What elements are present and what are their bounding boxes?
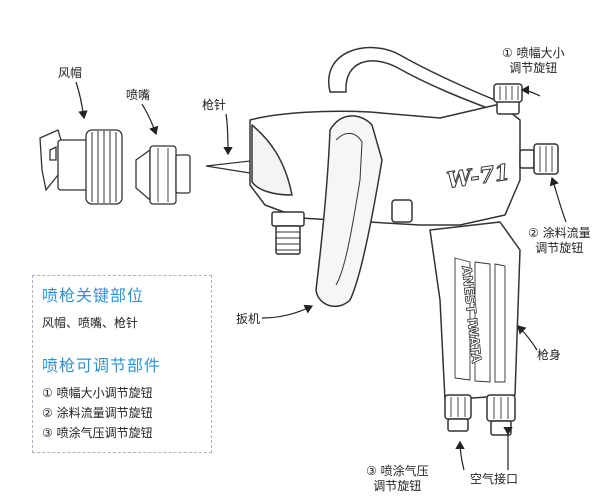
label-nozzle: 喷嘴 [126, 88, 151, 102]
air-cap [39, 129, 123, 205]
label-air-inlet: 空气接口 [470, 472, 519, 486]
gun-body [249, 46, 559, 436]
nozzle [135, 145, 191, 205]
legend-item-3: ③ 喷涂气压调节旋钮 [42, 426, 153, 440]
legend-adjustable-title: 喷枪可调节部件 [42, 356, 162, 375]
legend-item-1: ① 喷幅大小调节旋钮 [42, 386, 153, 400]
label-pressure-knob: ③ 喷涂气压 调节旋钮 [366, 464, 429, 493]
label-wind-cap: 风帽 [58, 66, 83, 80]
label-gun-body: 枪身 [537, 348, 562, 362]
label-fluid-knob: ② 涂料流量 调节旋钮 [528, 226, 591, 255]
leader-lines [75, 81, 567, 471]
legend-key-parts-title: 喷枪关键部位 [42, 286, 145, 305]
label-fan-knob: ① 喷幅大小 调节旋钮 [502, 46, 565, 75]
legend-key-parts-text: 风帽、喷嘴、枪针 [42, 316, 139, 330]
label-needle: 枪针 [202, 98, 227, 112]
label-trigger: 扳机 [236, 312, 261, 326]
needle [205, 160, 251, 174]
legend-item-2: ② 涂料流量调节旋钮 [42, 406, 153, 420]
legend-box [32, 275, 212, 453]
